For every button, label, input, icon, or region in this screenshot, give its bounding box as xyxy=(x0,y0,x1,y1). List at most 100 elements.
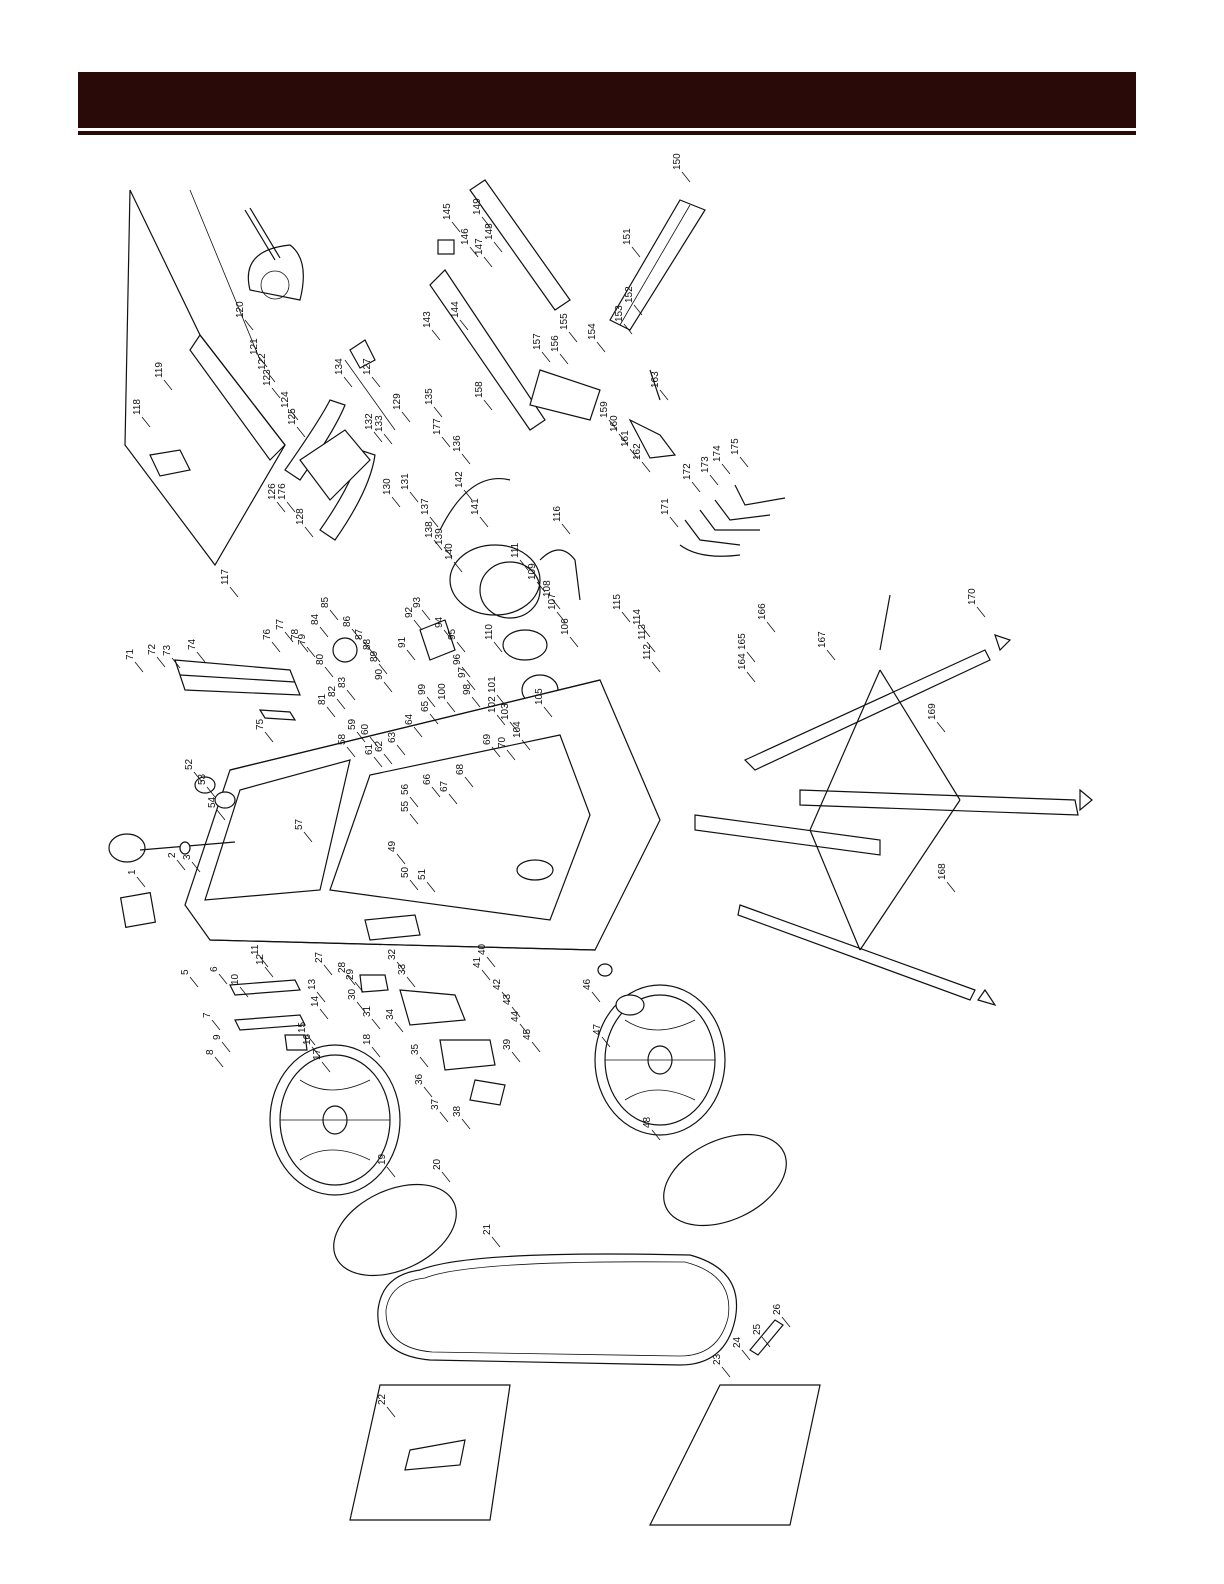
part-number-label: 83 xyxy=(337,676,348,688)
leader-line xyxy=(354,981,364,993)
tension-knob xyxy=(108,776,236,929)
part-number-label: 117 xyxy=(220,569,231,585)
part-number-label: 85 xyxy=(320,596,331,608)
part-number-label: 131 xyxy=(400,473,411,490)
leader-line xyxy=(216,809,226,821)
leader-line xyxy=(691,481,701,493)
leader-line xyxy=(239,986,249,998)
part-number-label: 80 xyxy=(315,653,326,665)
leader-line xyxy=(191,861,201,873)
upper-wheel xyxy=(269,1044,401,1196)
part-number-label: 40 xyxy=(477,943,488,955)
part-number-label: 8 xyxy=(205,1049,216,1055)
leader-line xyxy=(471,696,481,708)
leader-line xyxy=(383,753,393,765)
leader-line xyxy=(423,1086,433,1098)
leader-line xyxy=(651,661,661,673)
wheel-covers xyxy=(349,1319,821,1526)
leader-line xyxy=(459,319,469,331)
leader-line xyxy=(456,641,466,653)
leader-line xyxy=(601,1036,611,1048)
part-number-label: 14 xyxy=(310,995,321,1007)
part-number-label: 1 xyxy=(127,869,138,875)
leader-line xyxy=(536,581,546,593)
part-number-label: 12 xyxy=(255,953,266,965)
lower-blade-guide xyxy=(229,979,308,1051)
leader-line xyxy=(646,641,656,653)
leader-line xyxy=(286,501,296,513)
leader-line xyxy=(531,1041,541,1053)
leader-line xyxy=(631,246,641,258)
part-number-label: 59 xyxy=(347,718,358,730)
part-number-label: 101 xyxy=(487,676,498,693)
part-number-label: 151 xyxy=(622,228,633,245)
leader-line xyxy=(461,1118,471,1130)
leader-line xyxy=(463,489,473,501)
part-number-label: 57 xyxy=(294,818,305,830)
part-number-label: 50 xyxy=(400,866,411,878)
part-number-label: 95 xyxy=(447,628,458,640)
part-number-label: 38 xyxy=(452,1105,463,1117)
leader-line xyxy=(386,1166,396,1178)
part-number-label: 147 xyxy=(474,238,485,255)
leader-line xyxy=(709,474,719,486)
part-number-label: 36 xyxy=(414,1073,425,1085)
part-number-label: 105 xyxy=(534,688,545,705)
leader-line xyxy=(363,641,373,653)
part-number-label: 58 xyxy=(337,733,348,745)
leader-line xyxy=(214,1056,224,1068)
part-number-label: 6 xyxy=(209,966,220,972)
leader-line xyxy=(326,706,336,718)
part-number-label: 94 xyxy=(434,616,445,628)
part-number-label: 77 xyxy=(275,618,286,630)
part-number-label: 109 xyxy=(527,563,538,580)
part-number-label: 127 xyxy=(362,358,373,375)
leader-line xyxy=(519,559,529,571)
part-number-label: 52 xyxy=(184,758,195,770)
leader-line xyxy=(429,713,439,725)
part-number-label: 25 xyxy=(752,1323,763,1335)
leader-line xyxy=(433,406,443,418)
leader-line xyxy=(264,966,274,978)
part-number-label: 54 xyxy=(207,796,218,808)
leader-line xyxy=(541,351,551,363)
leader-line xyxy=(669,516,679,528)
leader-line xyxy=(511,1051,521,1063)
part-number-label: 72 xyxy=(147,643,158,655)
leader-line xyxy=(464,776,474,788)
leader-line xyxy=(409,813,419,825)
part-number-label: 150 xyxy=(672,153,683,170)
part-number-label: 82 xyxy=(327,685,338,697)
leader-line xyxy=(196,651,206,663)
leader-line xyxy=(323,964,333,976)
part-number-label: 143 xyxy=(422,311,433,328)
leader-line xyxy=(206,786,216,798)
part-number-label: 3 xyxy=(182,854,193,860)
leader-line xyxy=(608,419,618,431)
part-number-label: 130 xyxy=(382,478,393,495)
part-number-label: 48 xyxy=(642,1116,653,1128)
leader-line xyxy=(591,991,601,1003)
part-number-label: 165 xyxy=(737,633,748,650)
part-number-label: 30 xyxy=(347,988,358,1000)
part-number-label: 24 xyxy=(732,1336,743,1348)
part-number-label: 93 xyxy=(412,596,423,608)
leader-line xyxy=(134,661,144,673)
leader-line xyxy=(659,389,669,401)
leader-line xyxy=(739,456,749,468)
part-number-label: 27 xyxy=(314,951,325,963)
part-number-label: 154 xyxy=(587,323,598,340)
leader-line xyxy=(163,379,173,391)
leader-line xyxy=(371,376,381,388)
leader-line xyxy=(621,611,631,623)
part-number-label: 152 xyxy=(624,286,635,303)
part-number-label: 78 xyxy=(290,628,301,640)
part-number-label: 33 xyxy=(397,963,408,975)
part-number-label: 159 xyxy=(599,401,610,418)
part-number-label: 29 xyxy=(345,968,356,980)
part-number-label: 84 xyxy=(310,613,321,625)
part-number-label: 79 xyxy=(297,633,308,645)
part-number-label: 17 xyxy=(312,1048,323,1060)
leader-line xyxy=(946,881,956,893)
